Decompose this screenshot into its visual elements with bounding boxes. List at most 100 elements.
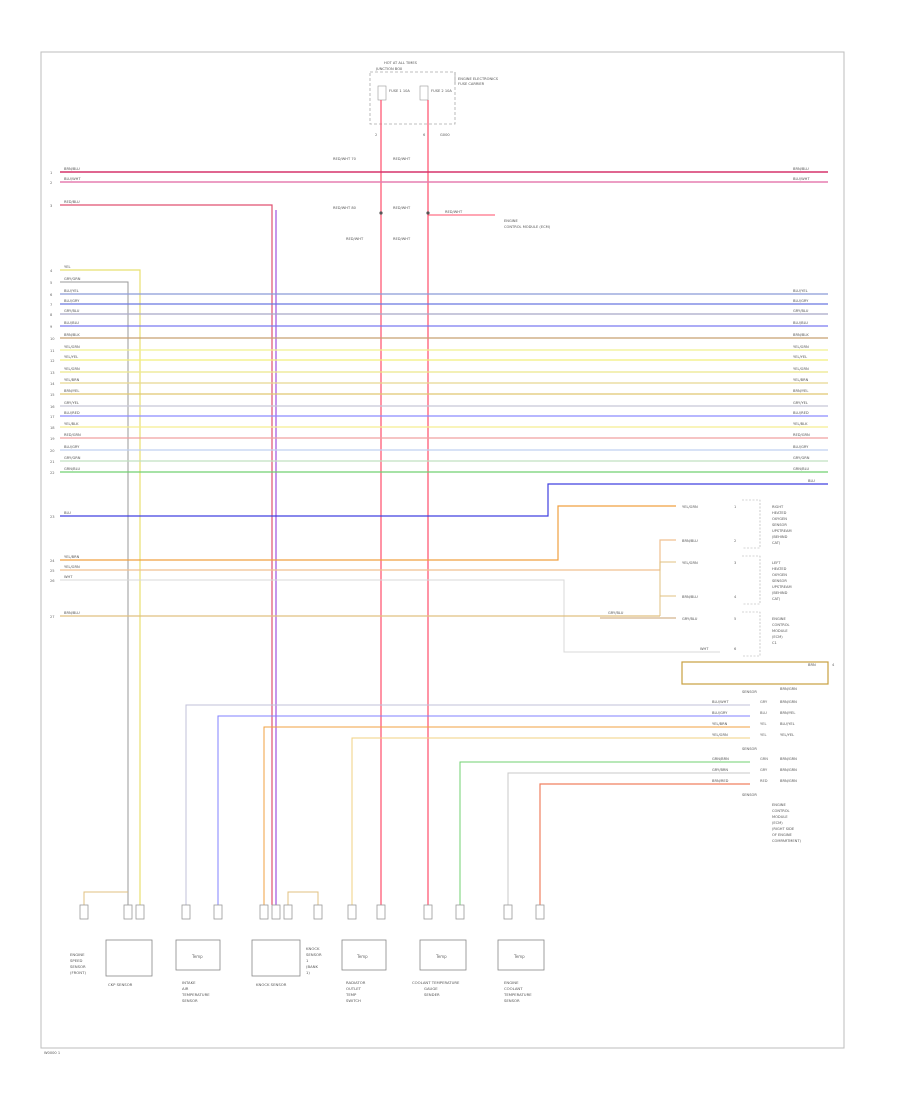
left-num-27: 27 xyxy=(50,615,55,619)
left-num-22: 22 xyxy=(50,471,55,475)
lower-connector: SENSOR BRN/GRN BLU/WHT GRY BRN/GRN BLU/G… xyxy=(185,687,802,905)
bus-left-5: BLU/YEL xyxy=(64,289,79,293)
fuse-box: HOT AT ALL TIMES JUNCTION BOX ENGINE ELE… xyxy=(369,61,499,137)
left-num-6: 6 xyxy=(50,293,53,297)
left-num-5: 5 xyxy=(50,281,52,285)
s1-wire-1: YEL/GRN xyxy=(682,505,698,509)
s3-pin-2: 6 xyxy=(734,647,737,651)
cool-label-0: COOLANT TEMPERATURE xyxy=(412,980,460,985)
splice-1-left: RED/WHT 70 xyxy=(333,157,357,161)
lc-r3-label: YEL/YEL xyxy=(780,733,794,737)
engine-coolant-box xyxy=(497,939,545,971)
left-num-21: 21 xyxy=(50,460,55,464)
components: Temp Temp Temp Temp CKP SENSOR INTAKE AI… xyxy=(70,904,545,1003)
bus-right-21: GRN/BLU xyxy=(793,467,809,471)
lc-r2-wire: YEL/BRN xyxy=(712,722,728,726)
lc-note-4: (RIGHT SIDE xyxy=(772,827,795,831)
s3-label-0: ENGINE xyxy=(772,617,786,621)
esl-3: (FRONT) xyxy=(70,970,86,975)
bus-left-10: YEL/GRN xyxy=(64,345,80,349)
fuse-box-note-1: ENGINE ELECTRONICS xyxy=(458,77,499,81)
right-sensors: YEL/GRN BRN/BLU 1 2 YEL/GRN BRN/BLU 3 4 … xyxy=(608,499,835,685)
coolant-gauge-box xyxy=(419,939,467,971)
bus-left-19: BLU/GRY xyxy=(64,445,80,449)
bus-right-12: YEL/GRN xyxy=(793,367,809,371)
ect-label-1: COOLANT xyxy=(504,986,523,991)
engine-coolant-inner: Temp xyxy=(513,954,525,959)
bus-left-7: GRY/BLU xyxy=(64,309,80,313)
wire-red-blu-left: RED/BLU xyxy=(64,200,80,204)
bus-left-20: GRY/GRN xyxy=(64,456,81,460)
s1-label-4: UPSTREAM xyxy=(772,529,792,533)
rad-label-2: TEMP xyxy=(345,992,357,997)
lc2-r2-wire: BRN/RED xyxy=(712,779,729,783)
bus-right-20: GRY/GRN xyxy=(793,456,810,460)
lc-r2-pin: YEL xyxy=(760,722,766,726)
lc-note-3: (ECM) xyxy=(772,821,783,825)
wire-brn-blu-left: BRN/BLU xyxy=(64,167,80,171)
s3-label-2: MODULE xyxy=(772,629,788,633)
left-num-4: 4 xyxy=(50,269,53,273)
left-num-19: 19 xyxy=(50,437,55,441)
s2-label-2: OXYGEN xyxy=(772,573,787,577)
fuse-left: FUSE 1 10A xyxy=(389,89,410,93)
iat-label-0: INTAKE xyxy=(182,980,196,985)
fuse-ground: G000 xyxy=(440,133,450,137)
s2-label-5: (BEHIND xyxy=(772,591,788,595)
lc2-r2-label: BRN/GRN xyxy=(780,779,797,783)
bus-left-12: YEL/GRN xyxy=(64,367,80,371)
fuse-box-title-2: JUNCTION BOX xyxy=(375,67,403,71)
bus-right-14: BRN/YEL xyxy=(793,389,808,393)
left-num-26: 26 xyxy=(50,579,55,583)
lc-r0-label: BRN/GRN xyxy=(780,700,797,704)
s2-pin-1: 3 xyxy=(734,561,736,565)
ckp-inner: Temp xyxy=(191,954,203,959)
lc-r3-wire: YEL/GRN xyxy=(712,733,728,737)
wire-gry-grn-left: GRY/GRN xyxy=(64,277,81,281)
bus-left-16: BLU/RED xyxy=(64,411,80,415)
s1-label-3: SENSOR xyxy=(772,523,787,527)
s1-pin-2: 2 xyxy=(734,539,736,543)
lc-note-2: MODULE xyxy=(772,815,788,819)
lc-r2-label: BLU/YEL xyxy=(780,722,795,726)
branch-target-1: ENGINE xyxy=(504,219,518,223)
bus-labels-left: BLU/YEL BLU/GRY GRY/BLU BLU/BLU BRN/BLK … xyxy=(64,289,81,471)
bus-right-6: BLU/GRY xyxy=(793,299,809,303)
bus-left-6: BLU/GRY xyxy=(64,299,80,303)
bus-left-18: RED/GRN xyxy=(64,433,81,437)
lc-note-6: COMPARTMENT) xyxy=(772,839,802,843)
left-num-25: 25 xyxy=(50,569,55,573)
cool-label-1: GAUGE xyxy=(424,986,438,991)
left-num-15: 15 xyxy=(50,393,55,397)
wire-blu-right: BLU xyxy=(808,479,815,483)
splice-3-right: RED/WHT xyxy=(393,237,411,241)
ckp-label: CKP SENSOR xyxy=(108,982,133,987)
lc2-r1-label: BRN/GRN xyxy=(780,768,797,772)
wire-wht-left: WHT xyxy=(64,575,73,579)
splice-2-left: RED/WHT 80 xyxy=(333,206,357,210)
fuse-right: FUSE 2 10A xyxy=(431,89,452,93)
left-num-3: 3 xyxy=(50,204,52,208)
bus-left-17: YEL/BLK xyxy=(64,422,79,426)
fuse-box-note-2: FUSE CARRIER xyxy=(458,82,485,86)
wire-brn-blu-right: BRN/BLU xyxy=(793,167,809,171)
bus-left-13: YEL/BRN xyxy=(64,378,80,382)
left-num-12: 12 xyxy=(50,359,55,363)
bus-right-17: YEL/BLK xyxy=(793,422,808,426)
bus-right-5: BLU/YEL xyxy=(793,289,808,293)
left-num-23: 23 xyxy=(50,515,55,519)
lc2-r1-wire: GRY/BRN xyxy=(712,768,728,772)
splice-1-right: RED/WHT xyxy=(393,157,411,161)
bus-wires xyxy=(60,293,828,473)
knock-label: KNOCK SENSOR xyxy=(256,982,287,987)
ect-label-2: TEMPERATURE xyxy=(503,992,532,997)
left-num-7: 7 xyxy=(50,303,52,307)
wire-blu-wht-left: BLU/WHT xyxy=(64,177,81,181)
bus-right-19: BLU/GRY xyxy=(793,445,809,449)
s1-label-2: OXYGEN xyxy=(772,517,787,521)
top-splices: RED/WHT 70 RED/WHT RED/WHT 80 RED/WHT RE… xyxy=(333,157,551,241)
left-num-10: 10 xyxy=(50,337,55,341)
branch-target-2: CONTROL MODULE (ECM) xyxy=(504,225,551,229)
s1-label-5: (BEHIND xyxy=(772,535,788,539)
